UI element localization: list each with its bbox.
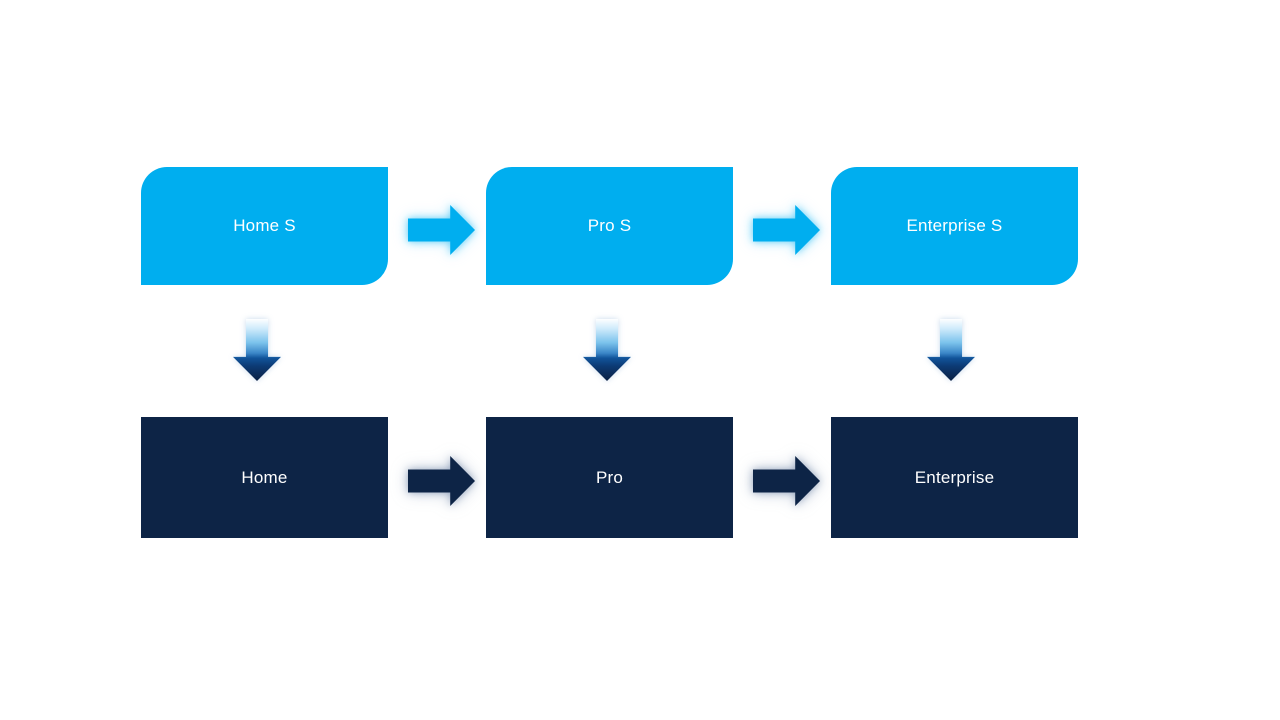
right-arrow-icon xyxy=(753,205,820,255)
node-label: Pro S xyxy=(587,216,632,235)
down-arrow-icon xyxy=(583,319,631,381)
right-arrow-icon xyxy=(408,456,475,506)
down-arrow-icon xyxy=(233,319,281,381)
node-label: Pro xyxy=(595,467,624,487)
down-arrow-icon xyxy=(927,319,975,381)
down-arrow-shape xyxy=(233,319,281,381)
down-arrow-shape xyxy=(583,319,631,381)
right-arrow-shape xyxy=(753,456,820,506)
node-label: Home xyxy=(241,467,288,487)
node-pro-s: Pro S xyxy=(486,167,733,285)
node-label: Enterprise S xyxy=(906,216,1003,235)
right-arrow-icon xyxy=(408,205,475,255)
node-home: Home xyxy=(141,417,388,538)
right-arrow-icon xyxy=(753,456,820,506)
right-arrow-shape xyxy=(753,205,820,255)
node-label: Enterprise xyxy=(914,467,995,487)
right-arrow-shape xyxy=(408,456,475,506)
down-arrow-shape xyxy=(927,319,975,381)
node-enterprise: Enterprise xyxy=(831,417,1078,538)
node-label: Home S xyxy=(233,216,296,235)
node-home-s: Home S xyxy=(141,167,388,285)
node-pro: Pro xyxy=(486,417,733,538)
node-enterprise-s: Enterprise S xyxy=(831,167,1078,285)
right-arrow-shape xyxy=(408,205,475,255)
